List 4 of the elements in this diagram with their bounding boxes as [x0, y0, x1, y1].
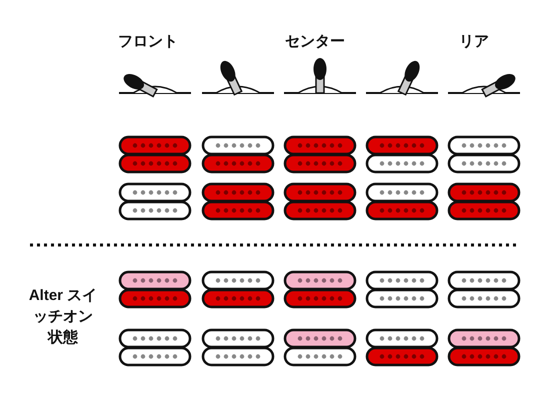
position-label: センター	[285, 32, 345, 51]
row-label: Alter スイッチオン状態	[28, 286, 98, 348]
position-label: リア	[459, 32, 489, 51]
position-label: フロント	[118, 32, 178, 51]
